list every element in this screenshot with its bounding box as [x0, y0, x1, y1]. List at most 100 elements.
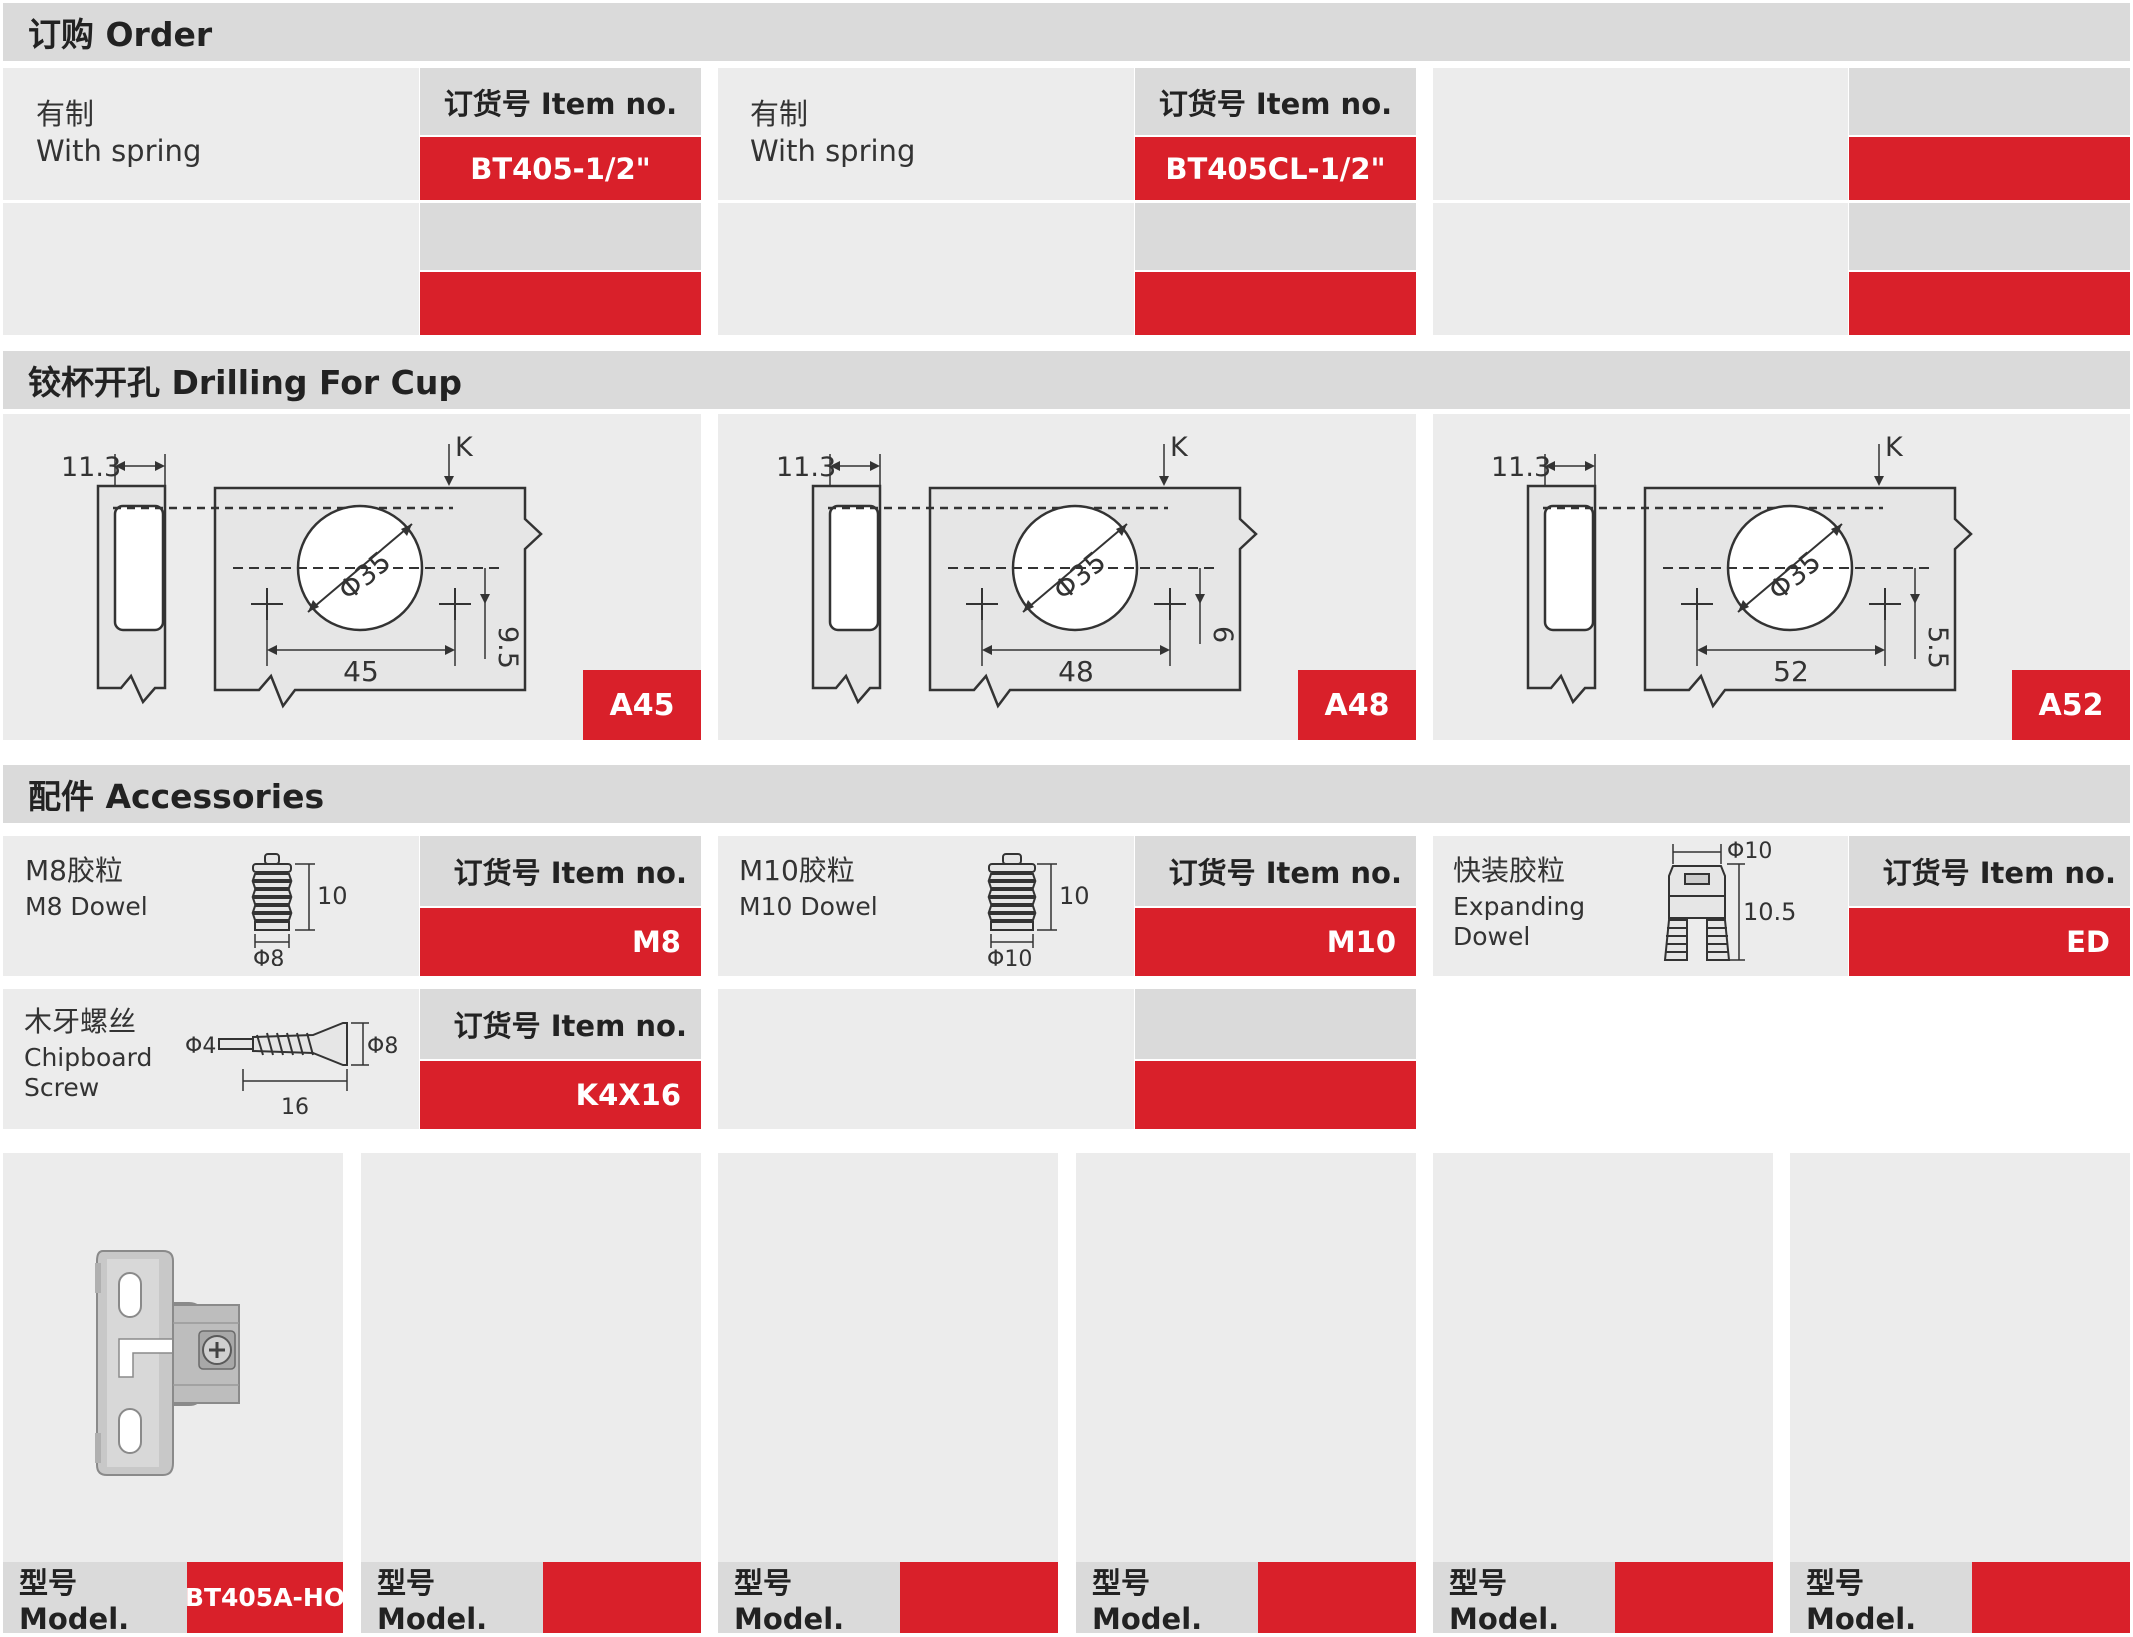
k-label: K — [1885, 432, 1904, 463]
order-desc-en: With spring — [36, 134, 202, 168]
width-dimension-label: 48 — [1058, 655, 1094, 688]
order-desc-cell-empty — [1433, 68, 1848, 200]
side-dimension-label: 11.3 — [61, 452, 121, 483]
order-desc-en: With spring — [750, 134, 916, 168]
model-panel: 型号 Model. BT405A-HO — [3, 1153, 343, 1636]
accessory-name-en-line2: Dowel — [1453, 922, 1531, 951]
order-item-number-empty — [420, 272, 701, 335]
screw-length-label: 16 — [281, 1095, 309, 1120]
drilling-diagram-panel: 11.3 K Φ35 52 5.5 A52 — [1433, 414, 2130, 740]
order-desc-cell-empty — [718, 203, 1134, 335]
order-item-number-empty — [1849, 272, 2130, 335]
order-desc-cell-empty — [3, 203, 419, 335]
m8-dowel-drawing: 10 Φ8 — [251, 853, 348, 966]
model-value[interactable] — [1615, 1562, 1773, 1633]
model-panel: 型号 Model. — [718, 1153, 1058, 1636]
mounting-plate-image — [95, 1250, 240, 1476]
model-panel: 型号 Model. — [1790, 1153, 2130, 1636]
order-item-header-empty — [420, 203, 701, 270]
accessory-name-en: Expanding — [1453, 892, 1586, 921]
accessory-item-header: 订货号 Item no. — [1135, 836, 1416, 906]
drilling-diagram: 11.3 K Φ35 48 6 — [776, 432, 1258, 709]
accessory-desc-cell: 快装胶粒 Expanding Dowel Φ10 10.5 — [1433, 836, 1848, 976]
order-desc-cell: 有制 With spring — [3, 68, 419, 200]
dowel-diameter-label: Φ10 — [1727, 839, 1772, 864]
order-item-header-empty — [1849, 203, 2130, 270]
order-desc-cn: 有制 — [36, 97, 95, 131]
chipboard-screw-drawing: Φ4 Φ8 16 — [185, 1022, 398, 1120]
screw-head-label: Φ8 — [367, 1034, 398, 1059]
accessory-name-en: Chipboard — [24, 1043, 153, 1072]
accessory-item-number[interactable]: M8 — [420, 908, 701, 976]
offset-dimension-label: 6 — [1207, 626, 1238, 643]
accessory-name-cn: M8胶粒 — [25, 854, 123, 887]
order-item-header-empty — [1135, 203, 1416, 270]
k-label: K — [1170, 432, 1189, 463]
accessory-desc-cell: M10胶粒 M10 Dowel 10 Φ10 — [718, 836, 1134, 976]
accessory-name-en-line2: Screw — [24, 1073, 100, 1102]
order-section-heading: 订购 Order — [3, 3, 2130, 61]
order-item-number[interactable]: BT405CL-1/2" — [1135, 137, 1416, 200]
model-value[interactable] — [900, 1562, 1058, 1633]
model-label: 型号 Model. — [1790, 1562, 1972, 1636]
k-label: K — [455, 432, 474, 463]
drilling-diagram-panel: 11.3 K Φ35 48 6 A48 — [718, 414, 1416, 740]
distance-badge: A45 — [583, 670, 701, 740]
drilling-diagram-panel: 11.3 K Φ35 45 9.5 A45 — [3, 414, 701, 740]
accessory-item-number-empty — [1135, 1061, 1416, 1129]
order-item-number-empty — [1135, 272, 1416, 335]
model-value[interactable] — [543, 1562, 701, 1633]
model-label: 型号 Model. — [718, 1562, 900, 1636]
order-item-header: 订货号 Item no. — [1135, 68, 1416, 135]
side-dimension-label: 11.3 — [1491, 452, 1551, 483]
accessories-section-heading: 配件 Accessories — [3, 765, 2130, 823]
dowel-height-label: 10.5 — [1743, 898, 1796, 926]
width-dimension-label: 52 — [1773, 655, 1809, 688]
accessory-desc-cell-empty — [718, 989, 1134, 1129]
order-desc-cell: 有制 With spring — [718, 68, 1134, 200]
accessory-name-en: M10 Dowel — [739, 892, 878, 921]
accessory-name-cn: 快装胶粒 — [1453, 854, 1566, 887]
accessory-name-cn: M10胶粒 — [739, 854, 855, 887]
distance-badge: A48 — [1298, 670, 1416, 740]
m10-dowel-drawing: 10 Φ10 — [987, 853, 1090, 966]
model-label: 型号 Model. — [1433, 1562, 1615, 1636]
accessory-name-cn: 木牙螺丝 — [24, 1005, 137, 1038]
model-label: 型号 Model. — [3, 1562, 187, 1636]
expanding-dowel-drawing: Φ10 10.5 — [1663, 839, 1796, 961]
order-desc-cell-empty — [1433, 203, 1848, 335]
dowel-height-label: 10 — [317, 882, 348, 910]
accessory-item-number[interactable]: K4X16 — [420, 1061, 701, 1129]
order-desc-cn: 有制 — [750, 97, 809, 131]
model-value[interactable] — [1972, 1562, 2130, 1633]
order-item-header: 订货号 Item no. — [420, 68, 701, 135]
offset-dimension-label: 9.5 — [492, 626, 523, 669]
side-dimension-label: 11.3 — [776, 452, 836, 483]
width-dimension-label: 45 — [343, 655, 379, 688]
order-item-header-empty — [1849, 68, 2130, 135]
model-value[interactable] — [1258, 1562, 1416, 1633]
accessory-item-header: 订货号 Item no. — [1849, 836, 2130, 906]
drilling-diagram: 11.3 K Φ35 52 5.5 — [1491, 432, 1973, 709]
accessory-desc-cell: 木牙螺丝 Chipboard Screw Φ4 Φ8 16 — [3, 989, 419, 1129]
dowel-diameter-label: Φ8 — [253, 947, 284, 966]
accessory-item-number[interactable]: ED — [1849, 908, 2130, 976]
distance-badge: A52 — [2012, 670, 2130, 740]
model-label: 型号 Model. — [1076, 1562, 1258, 1636]
accessory-desc-cell: M8胶粒 M8 Dowel 10 Φ8 — [3, 836, 419, 976]
accessory-item-number[interactable]: M10 — [1135, 908, 1416, 976]
order-item-number-empty — [1849, 137, 2130, 200]
model-value[interactable]: BT405A-HO — [187, 1562, 343, 1633]
drilling-section-heading: 铰杯开孔 Drilling For Cup — [3, 351, 2130, 409]
model-panel: 型号 Model. — [1433, 1153, 1773, 1636]
screw-shank-label: Φ4 — [185, 1034, 216, 1059]
model-panel: 型号 Model. — [361, 1153, 701, 1636]
offset-dimension-label: 5.5 — [1922, 626, 1953, 669]
accessory-item-header: 订货号 Item no. — [420, 989, 701, 1059]
accessory-item-header: 订货号 Item no. — [420, 836, 701, 906]
model-panel: 型号 Model. — [1076, 1153, 1416, 1636]
dowel-height-label: 10 — [1059, 882, 1090, 910]
order-item-number[interactable]: BT405-1/2" — [420, 137, 701, 200]
model-label: 型号 Model. — [361, 1562, 543, 1636]
accessory-item-header-empty — [1135, 989, 1416, 1059]
